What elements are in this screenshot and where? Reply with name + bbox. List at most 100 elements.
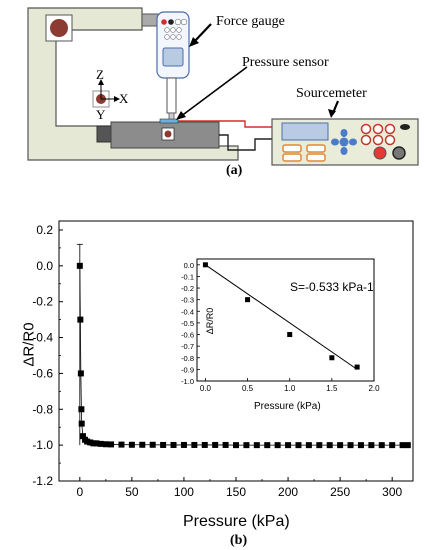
main-data-point [404, 442, 411, 449]
main-data-point [389, 442, 396, 449]
sourcemeter-label: Sourcemeter [296, 86, 367, 101]
main-data-point [97, 440, 104, 447]
main-y-tick-label: 0.0 [36, 259, 53, 273]
sourcemeter-dpad [331, 129, 357, 155]
main-data-point [128, 441, 135, 448]
main-data-point [84, 438, 91, 445]
axis-y-label: Y [96, 107, 106, 122]
main-data-point [264, 442, 271, 449]
inset-y-tick-label: -0.4 [181, 307, 194, 316]
main-data-point [77, 316, 84, 323]
inset-x-tick-label: 0.5 [242, 384, 254, 393]
inset-y-tick-label: -0.7 [181, 342, 194, 351]
force-gauge-arrow [192, 23, 212, 44]
inset-x-tick-label: 0.0 [200, 384, 212, 393]
main-data-point [139, 441, 146, 448]
inset-x-axis-label: Pressure (kPa) [254, 401, 321, 412]
panel-b-caption: (b) [230, 533, 248, 548]
main-data-point [222, 441, 229, 448]
gauge-screen [162, 47, 184, 67]
inset-x-tick-label: 2.0 [368, 384, 380, 393]
main-data-point [305, 442, 312, 449]
inset-y-tick-label: -0.8 [181, 354, 194, 363]
inset-data-point [329, 355, 335, 361]
main-data-point [87, 439, 94, 446]
inset-y-tick-label: 0.0 [184, 261, 194, 270]
main-data-point [191, 441, 198, 448]
main-y-axis-label: ΔR/R0 [20, 322, 38, 367]
main-x-tick-label: 200 [278, 485, 298, 499]
main-data-point [378, 442, 385, 449]
main-y-tick-label: -0.4 [32, 331, 53, 345]
main-x-tick-label: 0 [76, 485, 83, 499]
inset-y-axis-label: ΔR/R0 [205, 307, 215, 335]
main-data-point [180, 441, 187, 448]
main-data-point [201, 441, 208, 448]
main-data-point [316, 442, 323, 449]
wire-red [178, 120, 272, 128]
main-data-point [79, 433, 86, 440]
pressure-sensor-label: Pressure sensor [242, 55, 329, 70]
inset-data-point [202, 262, 208, 268]
sourcemeter-black-knob [392, 146, 406, 160]
inset-data-point [354, 364, 360, 370]
main-data-point [274, 442, 281, 449]
main-data-point [90, 440, 97, 447]
main-x-tick-label: 100 [174, 485, 194, 499]
main-data-point [93, 440, 100, 447]
main-data-point [399, 442, 406, 449]
sourcemeter-red-knob [373, 146, 387, 160]
pressure-sensor-arrow [179, 66, 248, 118]
main-data-point [357, 442, 364, 449]
panel-a-caption: (a) [226, 163, 243, 178]
main-data-point [243, 442, 250, 449]
main-y-tick-label: -0.6 [32, 366, 53, 380]
inset-slope-annotation: S=-0.533 kPa-1 [290, 280, 374, 294]
inset-y-tick-label: -0.3 [181, 296, 194, 305]
main-data-point [78, 406, 85, 413]
inset-y-tick-label: -0.2 [181, 284, 194, 293]
axis-z-label: Z [96, 67, 104, 82]
inset-x-tick-label: 1.5 [326, 384, 338, 393]
main-x-tick-label: 50 [125, 485, 139, 499]
main-y-tick-label: -1.0 [32, 438, 53, 452]
main-data-point [170, 441, 177, 448]
inset-y-tick-label: -1.0 [181, 377, 194, 386]
main-x-tick-label: 250 [330, 485, 350, 499]
inset-y-tick-label: -0.5 [181, 319, 194, 328]
main-data-point [160, 441, 167, 448]
inset-data-point [287, 332, 293, 338]
inset-data-point [245, 297, 251, 303]
main-data-point [149, 441, 156, 448]
inset-y-tick-label: -0.1 [181, 272, 194, 281]
inset-y-tick-label: -0.6 [181, 331, 194, 340]
main-y-tick-label: 0.2 [36, 223, 53, 237]
main-data-point [285, 442, 292, 449]
inset-y-tick-label: -0.9 [181, 365, 194, 374]
main-data-point [295, 442, 302, 449]
main-data-point [212, 441, 219, 448]
inset-x-tick-label: 1.0 [284, 384, 296, 393]
main-data-point [76, 262, 83, 269]
inset-fit-line [205, 264, 358, 370]
wire-black [219, 134, 272, 151]
main-data-point [347, 442, 354, 449]
main-data-point [78, 420, 85, 427]
main-data-point [337, 442, 344, 449]
axis-x-label: X [119, 91, 129, 106]
frame-knob-dot [50, 19, 68, 37]
main-y-tick-label: -0.2 [32, 295, 53, 309]
main-data-point [233, 442, 239, 449]
main-y-tick-label: -0.8 [32, 402, 53, 416]
main-data-point [253, 442, 260, 449]
main-y-tick-label: -1.2 [32, 474, 53, 488]
main-data-point [326, 442, 333, 449]
main-data-point [118, 441, 125, 448]
main-data-point [102, 441, 109, 448]
main-x-axis-label: Pressure (kPa) [183, 513, 290, 530]
main-data-point [108, 441, 115, 448]
main-x-tick-label: 150 [226, 485, 246, 499]
setup-illustration [27, 7, 419, 166]
sourcemeter-screen [281, 122, 329, 141]
